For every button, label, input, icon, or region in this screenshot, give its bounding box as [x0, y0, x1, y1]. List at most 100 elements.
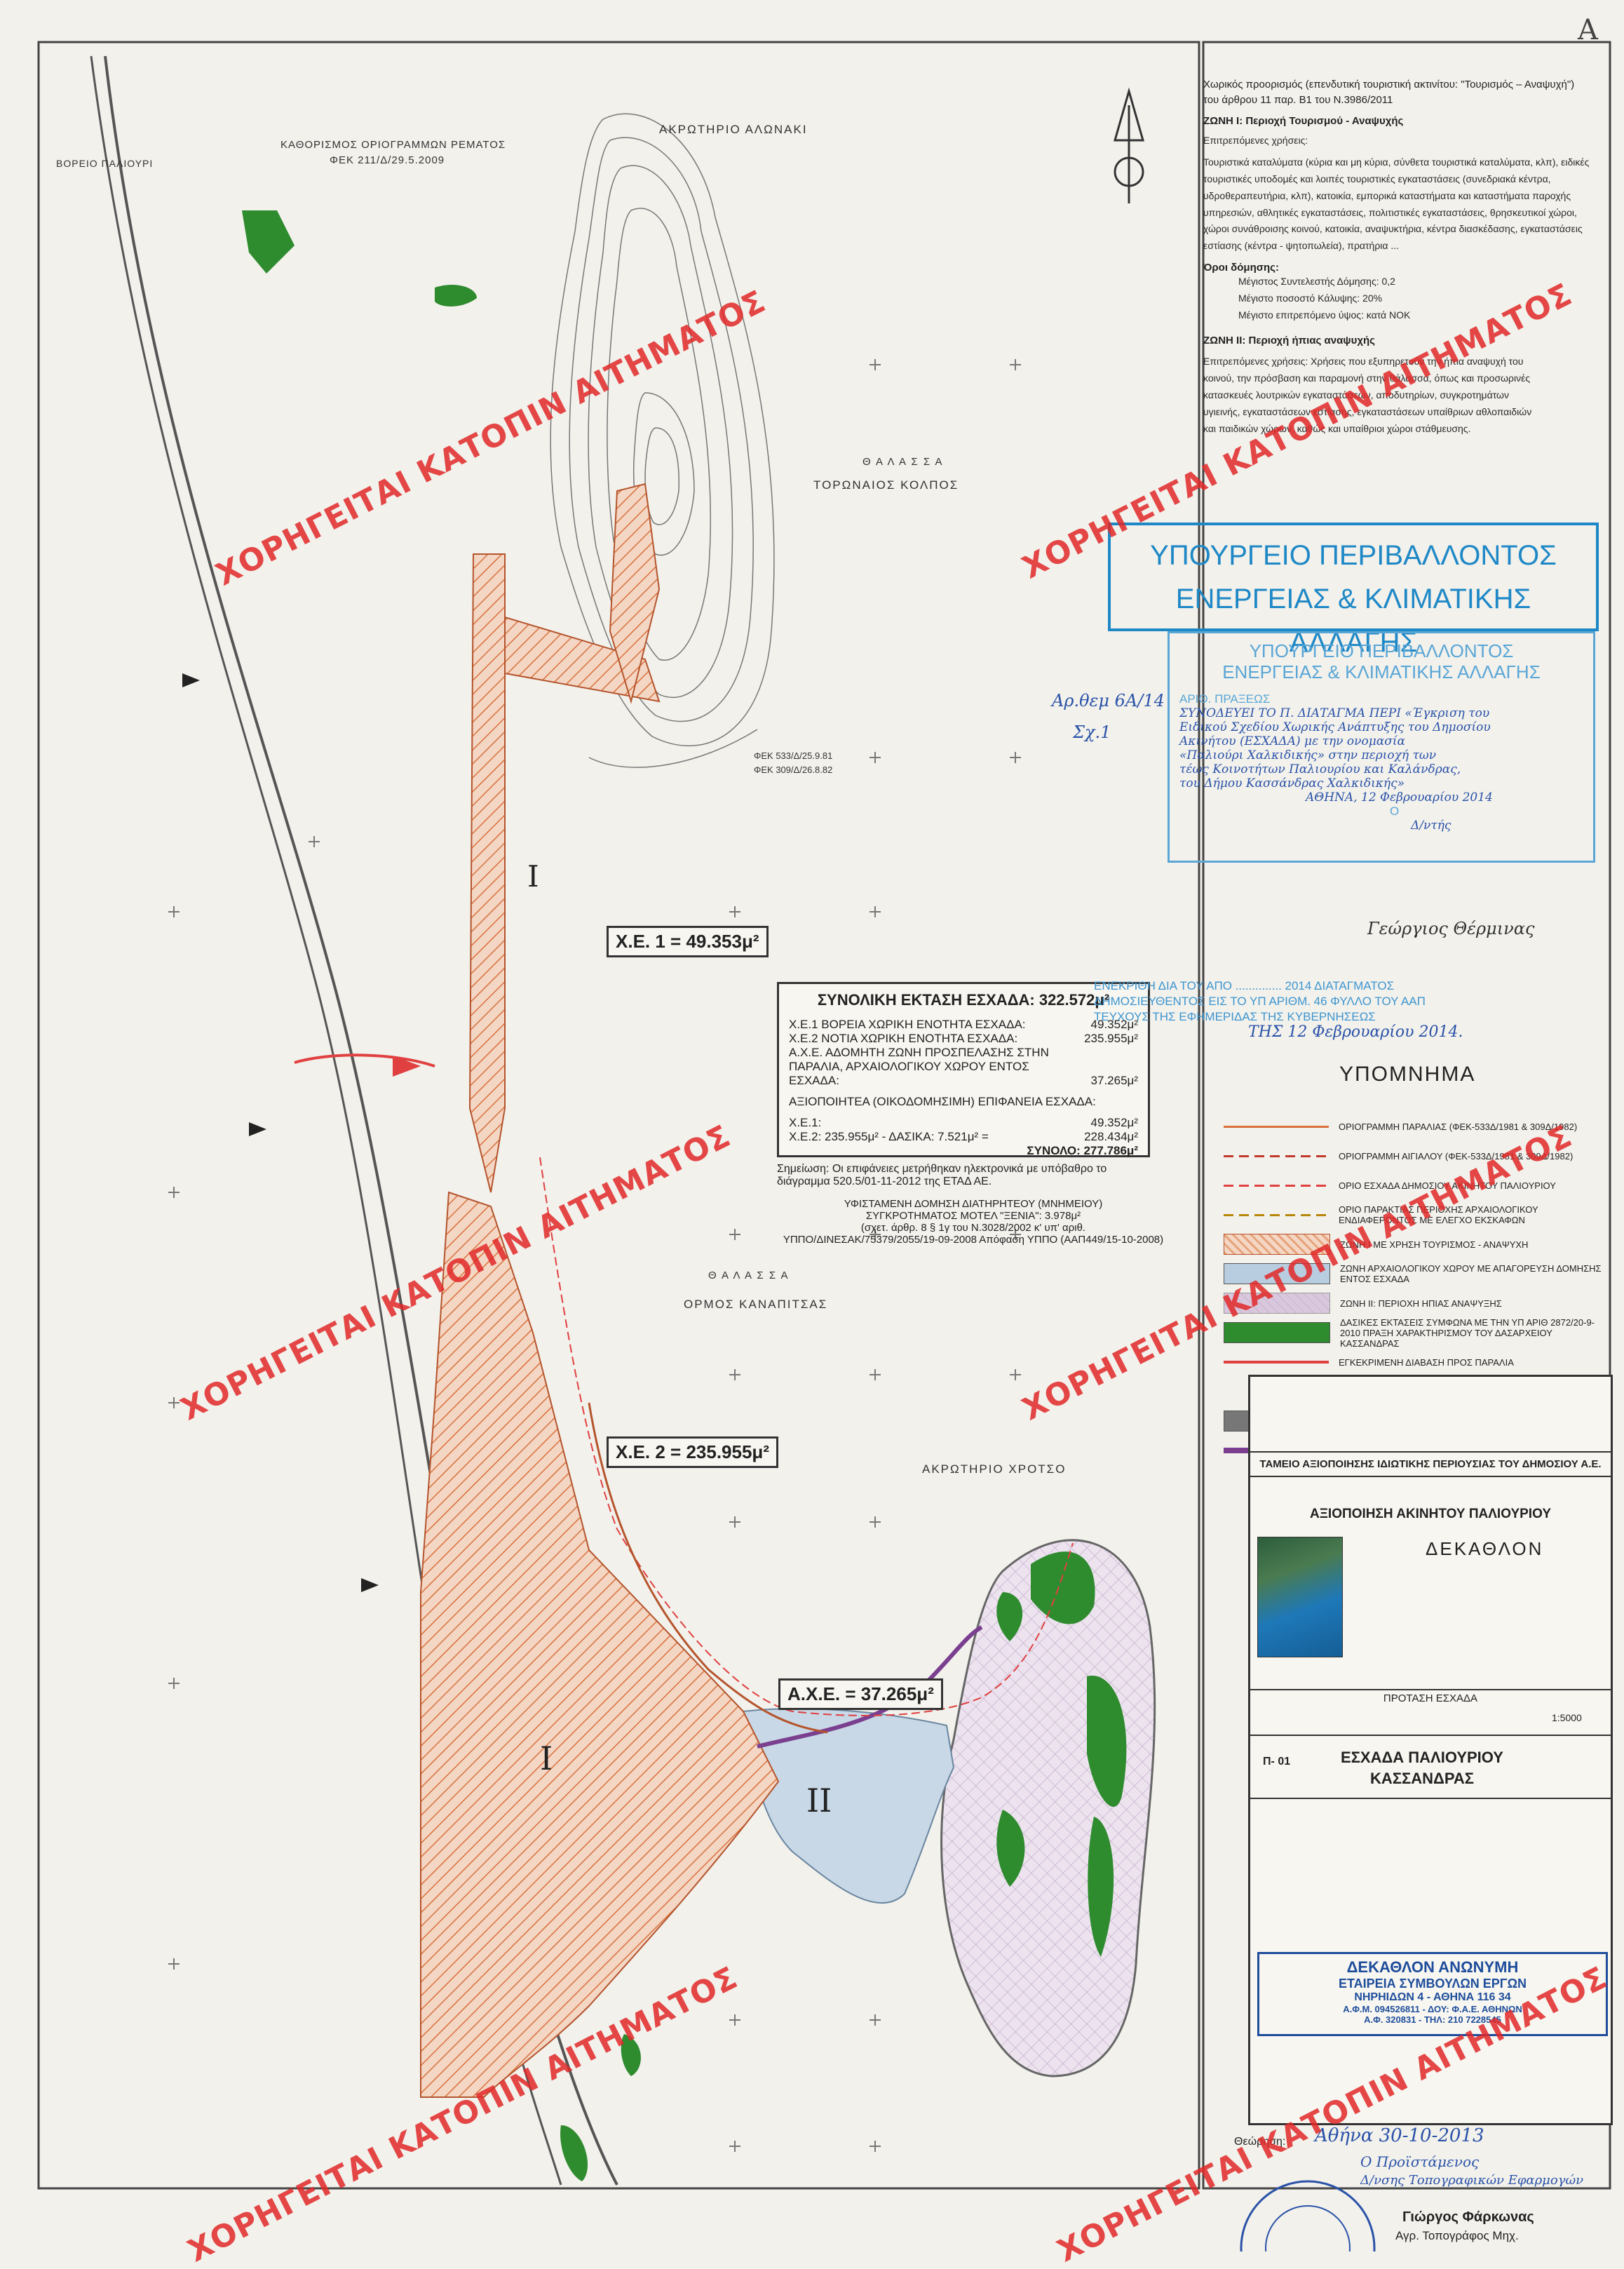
panel-title-2: του άρθρου 11 παρ. Β1 του Ν.3986/2011 [1203, 93, 1393, 106]
legend-label: ΟΡΙΟ ΠΑΡΑΚΤΙΑΣ ΠΕΡΙΟΧΗΣ ΑΡΧΑΙΟΛΟΓΙΚΟΥ ΕΝ… [1339, 1204, 1538, 1225]
entrance-markers [182, 673, 379, 1592]
summary-row: Χ.Ε.1 ΒΟΡΕΙΑ ΧΩΡΙΚΗ ΕΝΟΤΗΤΑ ΕΣΧΑΔΑ:49.35… [789, 1018, 1138, 1031]
project-name: ΑΞΙΟΠΟΙΗΣΗ ΑΚΙΝΗΤΟΥ ΠΑΛΙΟΥΡΙΟΥ [1309, 1507, 1552, 1521]
legend-item: ΟΡΙΟ ΠΑΡΑΚΤΙΑΣ ΠΕΡΙΟΧΗΣ ΑΡΧΑΙΟΛΟΓΙΚΟΥ ΕΝ… [1224, 1200, 1606, 1230]
official-seal [1240, 2180, 1376, 2251]
legend-item: ΟΡΙΟΓΡΑΜΜΗ ΠΑΡΑΛΙΑΣ (ΦΕΚ-533Δ/1981 & 309… [1224, 1112, 1606, 1141]
approved-crossing-arrowhead [393, 1056, 421, 1077]
area-box-xe2: Χ.Ε. 2 = 235.955μ² [607, 1436, 778, 1468]
legend-swatch [1224, 1205, 1329, 1225]
legend-item: ΖΩΝΗ ΑΡΧΑΙΟΛΟΓΙΚΟΥ ΧΩΡΟΥ ΜΕ ΑΠΑΓΟΡΕΥΣΗ Δ… [1224, 1259, 1606, 1288]
zone-i-south [420, 1191, 780, 2098]
legend-swatch [1224, 1293, 1330, 1314]
title-block: ΤΑΜΕΙΟ ΑΞΙΟΠΟΙΗΣΗΣ ΙΔΙΩΤΙΚΗΣ ΠΕΡΙΟΥΣΙΑΣ … [1248, 1375, 1613, 2125]
archaeological-zone [742, 1708, 955, 1904]
drawing-title-1: ΕΣΧΑΔΑ ΠΑΛΙΟΥΡΙΟΥ [1341, 1749, 1503, 1766]
grid-crosses [168, 359, 1021, 2152]
legend-swatch [1224, 1322, 1330, 1343]
forest-areas [242, 210, 1127, 2181]
legend-swatch [1224, 1146, 1329, 1166]
handwritten-sheet: Σχ.1 [1073, 722, 1111, 742]
area-box-xe1: Χ.Ε. 1 = 49.353μ² [607, 926, 769, 957]
zone-ii-heading: ΖΩΝΗ II: Περιοχή ήπιας αναψυχής [1203, 335, 1375, 347]
dekathlon-logo: ΔΕΚΑΘΛΟΝ [1426, 1538, 1544, 1559]
label-fek-1: ΦΕΚ 533/Δ/25.9.81 [754, 750, 833, 761]
title-block-header [1250, 1377, 1611, 1453]
zoning-panel: Χωρικός προορισμός (επενδυτική τουριστικ… [1203, 70, 1596, 2223]
handwritten-signature: Γεώργιος Θέρμινας [1367, 919, 1535, 938]
company-stamp: ΔΕΚΑΘΛΟΝ ΑΝΩΝΥΜΗ ΕΤΑΙΡΕΙΑ ΣΥΜΒΟΥΛΩΝ ΕΡΓΩ… [1257, 1952, 1608, 2036]
check-label: Θεώρηση: [1234, 2136, 1286, 2148]
legend-item: ΟΡΙΟ ΕΣΧΑΔΑ ΔΗΜΟΣΙΟΥ ΑΚΙΝΗΤΟΥ ΠΑΛΙΟΥΡΙΟΥ [1224, 1171, 1606, 1200]
area-box-axe: Α.Χ.Ε. = 37.265μ² [778, 1678, 943, 1710]
legend-swatch [1224, 1117, 1329, 1136]
panel-frame [1202, 41, 1611, 2190]
page-letter: A [1578, 14, 1598, 46]
uses-text: Τουριστικά καταλύματα (κύρια και μη κύρι… [1203, 156, 1590, 252]
summary-row: Χ.Ε.2: 235.955μ² - ΔΑΣΙΚΑ: 7.521μ² =228.… [789, 1130, 1138, 1143]
check-handwriting-3: Δ/νσης Τοπογραφικών Εφαρμογών [1360, 2173, 1584, 2188]
legend-swatch [1224, 1263, 1330, 1284]
shore-line [588, 1402, 828, 1734]
legend-label: ΖΩΝΗ II: ΠΕΡΙΟΧΗ ΗΠΙΑΣ ΑΝΑΨΥΞΗΣ [1340, 1298, 1502, 1309]
signer-title: Αγρ. Τοπογράφος Μηχ. [1395, 2229, 1519, 2242]
drawing-number: Π- 01 [1263, 1756, 1291, 1768]
label-cape-chrotso: ΑΚΡΩΤΗΡΙΟ ΧΡΟΤΣΟ [922, 1462, 1067, 1476]
existing-building-note: ΥΦΙΣΤΑΜΕΝΗ ΔΟΜΗΣΗ ΔΙΑΤΗΡΗΤΕΟΥ (ΜΝΗΜΕΙΟΥ)… [783, 1198, 1164, 1246]
legend-label: ΔΑΣΙΚΕΣ ΕΚΤΑΣΕΙΣ ΣΥΜΦΩΝΑ ΜΕ ΤΗΝ ΥΠ ΑΡΙΘ … [1340, 1317, 1595, 1349]
esxada-boundary [539, 1157, 1074, 1716]
uses-heading: Επιτρεπόμενες χρήσεις: [1203, 134, 1308, 146]
label-sea-toronaios-2: ΤΟΡΩΝΑΙΟΣ ΚΟΛΠΟΣ [813, 478, 959, 492]
legend-item: ΕΓΚΕΚΡΙΜΕΝΗ ΔΙΑΒΑΣΗ ΠΡΟΣ ΠΑΡΑΛΙΑ [1224, 1347, 1606, 1377]
legend-item: ΖΩΝΗ II: ΠΕΡΙΟΧΗ ΗΠΙΑΣ ΑΝΑΨΥΞΗΣ [1224, 1288, 1606, 1318]
legend-label: ΟΡΙΟΓΡΑΜΜΗ ΠΑΡΑΛΙΑΣ (ΦΕΚ-533Δ/1981 & 309… [1339, 1121, 1578, 1132]
north-arrow [1114, 87, 1144, 203]
zone-label-ii: II [806, 1782, 832, 1819]
summary-subtitle: ΑΞΙΟΠΟΙΗΤΕΑ (ΟΙΚΟΔΟΜΗΣΙΜΗ) ΕΠΙΦΑΝΕΙΑ ΕΣΧ… [789, 1095, 1096, 1108]
label-fek-2: ΦΕΚ 309/Δ/26.8.82 [754, 765, 833, 775]
map-frame [37, 41, 1200, 2190]
legend-label: ΟΡΙΟ ΕΣΧΑΔΑ ΔΗΜΟΣΙΟΥ ΑΚΙΝΗΤΟΥ ΠΑΛΙΟΥΡΙΟΥ [1339, 1180, 1556, 1191]
proposal-label: ΠΡΟΤΑΣΗ ΕΣΧΑΔΑ [1383, 1692, 1478, 1704]
legend-item: ΟΡΙΟΓΡΑΜΜΗ ΑΙΓΙΑΛΟΥ (ΦΕΚ-533Δ/1981 & 309… [1224, 1141, 1606, 1171]
scale-label: 1:5000 [1552, 1712, 1582, 1723]
building-term: Μέγιστο επιτρεπόμενο ύψος: κατά ΝΟΚ [1238, 309, 1411, 321]
area-summary-box: ΣΥΝΟΛΙΚΗ ΕΚΤΑΣΗ ΕΣΧΑΔΑ: 322.572μ² Χ.Ε.1 … [777, 982, 1150, 1157]
legend-label: ΕΓΚΕΚΡΙΜΕΝΗ ΔΙΑΒΑΣΗ ΠΡΟΣ ΠΑΡΑΛΙΑ [1339, 1356, 1514, 1368]
legend-swatch [1224, 1176, 1329, 1195]
client-name: ΤΑΜΕΙΟ ΑΞΙΟΠΟΙΗΣΗΣ ΙΔΙΩΤΙΚΗΣ ΠΕΡΙΟΥΣΙΑΣ … [1250, 1453, 1611, 1477]
ministry-stamp: ΥΠΟΥΡΓΕΙΟ ΠΕΡΙΒΑΛΛΟΝΤΟΣ ΕΝΕΡΓΕΙΑΣ & ΚΛΙΜ… [1108, 523, 1599, 658]
panel-title-1: Χωρικός προορισμός (επενδυτική τουριστικ… [1203, 79, 1575, 90]
label-cape-alonaki: ΑΚΡΩΤΗΡΙΟ ΑΛΩΝΑΚΙ [659, 123, 808, 136]
summary-row: Χ.Ε.2 ΝΟΤΙΑ ΧΩΡΙΚΗ ΕΝΟΤΗΤΑ ΕΣΧΑΔΑ:235.95… [789, 1032, 1138, 1045]
decree-stamp: ΥΠΟΥΡΓΕΙΟ ΠΕΡΙΒΑΛΛΟΝΤΟΣ ΕΝΕΡΓΕΙΑΣ & ΚΛΙΜ… [1168, 631, 1595, 863]
legend-label: ΖΩΝΗ ΑΡΧΑΙΟΛΟΓΙΚΟΥ ΧΩΡΟΥ ΜΕ ΑΠΑΓΟΡΕΥΣΗ Δ… [1340, 1263, 1602, 1284]
drawing-title-2: ΚΑΣΣΑΝΔΡΑΣ [1370, 1770, 1474, 1787]
summary-note: Σημείωση: Οι επιφάνειες μετρήθηκαν ηλεκτ… [777, 1163, 1107, 1187]
legend-item: ΔΑΣΙΚΕΣ ΕΚΤΑΣΕΙΣ ΣΥΜΦΩΝΑ ΜΕ ΤΗΝ ΥΠ ΑΡΙΘ … [1224, 1317, 1606, 1349]
legend-label: ΖΩΝΗ Ι ΜΕ ΧΡΗΣΗ ΤΟΥΡΙΣΜΟΣ - ΑΝΑΨΥΧΗ [1340, 1239, 1529, 1250]
label-sea-kanapitsa-2: ΟΡΜΟΣ ΚΑΝΑΠΙΤΣΑΣ [684, 1298, 828, 1311]
zone-i-north-tip [609, 483, 661, 704]
signer-name: Γιώργος Φάρκωνας [1402, 2209, 1534, 2225]
cape-alonaki-contours [550, 113, 775, 768]
summary-title: ΣΥΝΟΛΙΚΗ ΕΚΤΑΣΗ ΕΣΧΑΔΑ: 322.572μ² [817, 991, 1110, 1009]
divider [1250, 1735, 1611, 1736]
cape-chrotso-outline [940, 1539, 1156, 2078]
check-handwriting-1: Αθήνα 30-10-2013 [1315, 2125, 1484, 2146]
approval-text: ΕΝΕΚΡΙΘΗ ΔΙΑ ΤΟΥ ΑΠΟ .............. 2014… [1094, 979, 1463, 1041]
label-north-paliouri: ΒΟΡΕΙΟ ΠΑΛΙΟΥΡΙ [56, 158, 154, 169]
label-sea-kanapitsa-1: Θ Α Λ Α Σ Σ Α [708, 1270, 790, 1281]
building-term: Μέγιστος Συντελεστής Δόμησης: 0,2 [1238, 276, 1395, 288]
summary-row: Α.Χ.Ε. ΑΔΟΜΗΤΗ ΖΩΝΗ ΠΡΟΣΠΕΛΑΣΗΣ ΣΤΗΝ ΠΑΡ… [789, 1046, 1138, 1087]
zone-label-i-south: I [540, 1739, 553, 1777]
site-photo [1257, 1537, 1343, 1657]
handwritten-ref: Αρ.θεμ 6Α/14 [1052, 691, 1165, 711]
zone-i-north-wing [504, 616, 661, 703]
legend-swatch [1224, 1352, 1329, 1372]
legend-item: ΖΩΝΗ Ι ΜΕ ΧΡΗΣΗ ΤΟΥΡΙΣΜΟΣ - ΑΝΑΨΥΧΗ [1224, 1230, 1606, 1259]
building-term: Μέγιστο ποσοστό Κάλυψης: 20% [1238, 292, 1383, 304]
label-sea-toronaios-1: Θ Α Λ Α Σ Σ Α [862, 456, 944, 468]
check-handwriting-2: Ο Προϊστάμενος [1360, 2153, 1480, 2170]
